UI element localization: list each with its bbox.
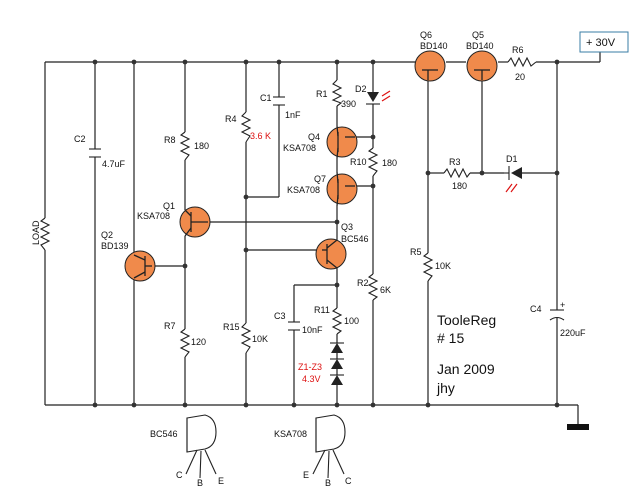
q7-ref: Q7 [314,174,326,184]
q6-value: BD140 [420,41,448,51]
r5-value: 10K [435,261,451,271]
zener-ref: Z1-Z3 [298,362,322,372]
resistor-r6 [507,56,537,68]
resistor-r1 [331,79,343,107]
r4-value: 3.6 K [250,131,271,141]
led-d2 [366,90,391,105]
r2-value: 6K [380,285,391,295]
package-ksa708-name: KSA708 [274,429,307,439]
r5-ref: R5 [410,247,422,257]
title-line-1: TooleReg [437,312,496,328]
led-d1 [504,166,522,193]
wiring [44,52,601,424]
transistor-q3 [315,238,347,270]
r11-ref: R11 [314,305,330,315]
supply-label: + 30V [586,37,616,49]
r6-value: 20 [515,72,525,82]
title-line-2: # 15 [437,330,464,346]
r7-ref: R7 [164,321,176,331]
r3-ref: R3 [449,157,461,167]
resistor-load [39,217,51,251]
c1-ref: C1 [260,93,272,103]
resistor-r3 [443,167,471,179]
c4-ref: C4 [530,304,542,314]
zener-value: 4.3V [302,374,321,384]
component-labels: LOAD C2 4.7uF Q2 BD139 R8 180 Q1 KSA708 … [31,30,586,384]
title-line-4: jhy [436,380,455,396]
r2-ref: R2 [357,278,369,288]
transistor-q7 [326,171,358,207]
r15-ref: R15 [223,322,240,332]
d2-ref: D2 [355,84,367,94]
package-bc546-pin-1: C [176,470,183,480]
q3-value: BC546 [341,234,369,244]
c2-ref: C2 [74,134,86,144]
r3-value: 180 [452,181,467,191]
zener-stack [330,342,344,392]
resistor-r10 [367,147,379,177]
q5-ref: Q5 [472,30,484,40]
package-bc546-pin-2: B [197,478,203,488]
q2-value: BD139 [101,241,129,251]
resistor-r8 [179,131,191,161]
q4-ref: Q4 [308,132,320,142]
r11-value: 100 [344,316,359,326]
r1-value: 390 [341,99,356,109]
q1-ref: Q1 [163,201,175,211]
transistor-q6 [414,50,446,82]
package-labels: BC546 C B E KSA708 E B C [150,429,352,488]
package-bc546 [185,414,217,479]
capacitor-c1 [273,96,285,106]
c3-ref: C3 [274,311,286,321]
transistor-q5 [466,50,498,82]
q3-ref: Q3 [341,222,353,232]
q1-value: KSA708 [137,211,170,221]
title-block: TooleReg # 15 Jan 2009 jhy [436,312,496,396]
r1-ref: R1 [316,89,328,99]
r10-ref: R10 [350,157,367,167]
q2-ref: Q2 [101,230,113,240]
load-label: LOAD [31,220,41,245]
q4-value: KSA708 [283,143,316,153]
r8-ref: R8 [164,135,176,145]
package-ksa708-pin-1: E [303,470,309,480]
supply-box: + 30V [579,31,629,53]
resistor-r7 [179,328,191,358]
resistor-r15 [240,322,252,354]
q5-value: BD140 [466,41,494,51]
junction-dots [92,59,560,408]
package-bc546-name: BC546 [150,429,178,439]
package-ksa708-pin-3: C [345,476,352,486]
c4-value: 220uF [560,328,586,338]
capacitor-c3 [288,321,300,331]
c3-value: 10nF [302,325,323,335]
resistor-r5 [422,252,434,282]
resistor-r4 [240,111,252,143]
resistor-r11 [331,307,343,335]
capacitor-c2 [89,148,101,158]
r10-value: 180 [382,158,397,168]
resistor-r2 [367,273,379,301]
package-ksa708-pin-2: B [325,478,331,488]
ground-symbol [567,424,589,430]
transistor-q1 [179,206,211,238]
r4-ref: R4 [225,114,237,124]
package-ksa708 [312,414,346,479]
r7-value: 120 [191,337,206,347]
q6-ref: Q6 [420,30,432,40]
svg-text:+: + [560,300,565,310]
c1-value: 1nF [285,110,301,120]
q7-value: KSA708 [287,185,320,195]
d1-ref: D1 [506,154,518,164]
r15-value: 10K [252,334,268,344]
r8-value: 180 [194,141,209,151]
title-line-3: Jan 2009 [437,361,495,377]
c2-value: 4.7uF [102,159,126,169]
package-bc546-pin-3: E [218,476,224,486]
capacitor-c4: + [549,300,565,321]
transistor-q2 [124,250,156,282]
transistor-q4 [326,125,358,159]
r6-ref: R6 [512,45,524,55]
